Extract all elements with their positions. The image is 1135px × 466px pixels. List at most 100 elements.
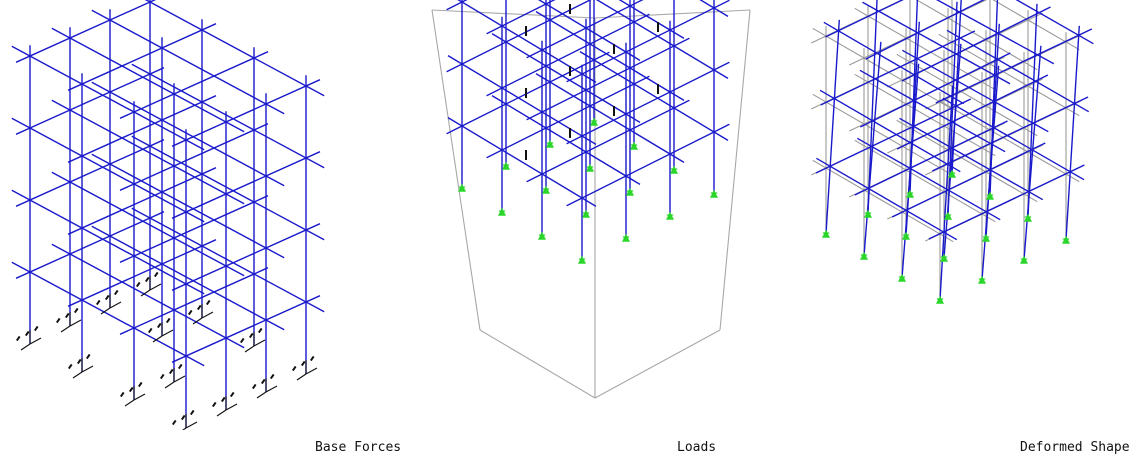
beam: [819, 89, 961, 173]
reaction-value-mark: [230, 391, 235, 398]
support-marker-icon: [545, 139, 555, 148]
beam: [457, 0, 597, 84]
support-marker-icon: [541, 185, 551, 194]
reaction-value-mark: [292, 365, 297, 372]
loads-caption: Loads: [677, 440, 717, 455]
beam: [566, 123, 730, 207]
reaction-value-mark: [144, 276, 150, 283]
reaction-value-mark: [180, 414, 186, 421]
beam: [854, 73, 996, 157]
beam: [51, 243, 245, 349]
beam: [901, 6, 1051, 82]
base-forces-caption: Base Forces: [315, 440, 402, 455]
support-marker-icon: [457, 183, 467, 192]
beam: [446, 51, 610, 135]
beam: [15, 67, 165, 135]
beam: [891, 142, 1046, 218]
beam: [11, 189, 205, 295]
column: [1023, 45, 1042, 261]
support-marker-icon: [859, 251, 869, 260]
beam: [859, 52, 1011, 128]
beam: [928, 164, 1085, 240]
reaction-value-mark: [33, 325, 39, 332]
beam: [91, 9, 285, 115]
beam: [859, 69, 1006, 153]
support-marker-icon: [905, 189, 915, 198]
beam: [171, 223, 321, 291]
reaction-value-mark: [221, 396, 226, 403]
reaction-arrow-icon: [164, 368, 186, 389]
beam: [931, 96, 1089, 172]
reaction-value-mark: [137, 381, 143, 388]
beam: [67, 167, 217, 235]
load-value-mark: [657, 84, 659, 94]
reaction-value-mark: [189, 409, 195, 416]
support-marker-icon: [709, 189, 719, 198]
reaction-arrow-icon: [192, 304, 214, 325]
beam: [171, 295, 321, 363]
beam: [446, 0, 468, 11]
beam: [537, 0, 641, 62]
beam: [526, 37, 690, 121]
column: [867, 0, 878, 215]
reaction-value-mark: [169, 368, 174, 375]
reaction-value-mark: [96, 299, 101, 306]
reaction-value-mark: [85, 353, 91, 360]
beam: [15, 211, 165, 279]
reaction-value-mark: [65, 312, 70, 319]
beam: [51, 171, 245, 277]
beam: [865, 0, 985, 60]
beam: [91, 225, 285, 331]
support-marker-icon: [501, 161, 511, 170]
reaction-arrow-icon: [60, 312, 82, 333]
support-marker-icon: [581, 209, 591, 218]
beam: [486, 13, 650, 97]
bounding-box-edge: [719, 9, 751, 331]
reaction-value-mark: [156, 322, 162, 329]
column: [951, 0, 962, 175]
beam: [935, 28, 1093, 104]
support-marker-icon: [537, 231, 547, 240]
beam: [171, 79, 321, 147]
support-marker-icon: [1023, 213, 1033, 222]
beam: [854, 139, 996, 223]
reaction-value-mark: [248, 332, 254, 339]
reaction-arrow-icon: [72, 358, 94, 379]
beam: [938, 33, 1080, 117]
column: [943, 43, 962, 259]
beam: [119, 195, 269, 263]
load-value-mark: [525, 150, 527, 160]
reaction-value-mark: [270, 373, 275, 380]
load-value-mark: [613, 106, 615, 116]
column: [947, 1, 958, 217]
beam: [11, 117, 205, 223]
beam: [91, 81, 285, 187]
deformed-shape-view: [811, 0, 1094, 304]
beam: [862, 1, 1011, 85]
beam: [15, 0, 157, 63]
reaction-arrow-icon: [124, 386, 146, 407]
loads-panel: [420, 0, 780, 466]
beam: [566, 0, 730, 83]
bounding-box-edge: [479, 329, 596, 399]
load-value-mark: [569, 66, 571, 76]
support-marker-icon: [585, 163, 595, 172]
beam: [815, 98, 972, 174]
support-marker-icon: [863, 209, 873, 218]
reaction-value-mark: [211, 401, 217, 408]
support-marker-icon: [497, 207, 507, 216]
reaction-arrow-icon: [182, 414, 198, 430]
column: [939, 85, 954, 301]
support-marker-icon: [1061, 235, 1071, 244]
reaction-value-mark: [68, 363, 73, 370]
reaction-value-mark: [196, 304, 202, 311]
reaction-value-mark: [16, 335, 21, 342]
reaction-value-mark: [258, 327, 263, 334]
beam: [820, 30, 976, 106]
beam: [131, 63, 325, 169]
beam: [992, 0, 1080, 51]
beam: [535, 10, 685, 102]
support-marker-icon: [901, 231, 911, 240]
support-marker-icon: [621, 233, 631, 242]
beam: [595, 0, 729, 80]
